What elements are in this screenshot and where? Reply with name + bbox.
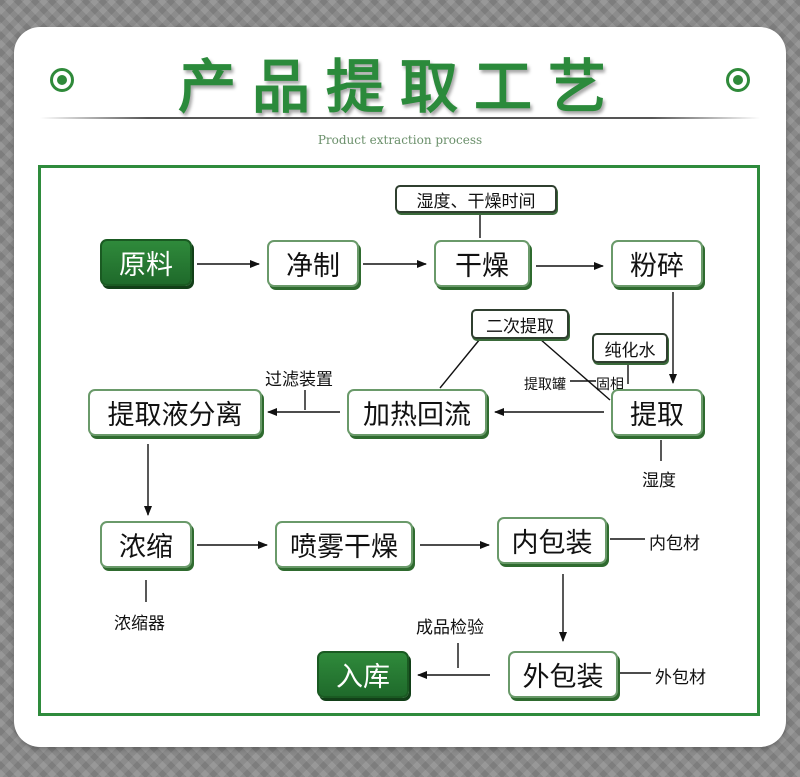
bullseye-icon <box>726 68 750 92</box>
node-drying: 干燥 <box>434 240 530 287</box>
tag-humidity-drying-time: 湿度、干燥时间 <box>395 185 557 213</box>
label-humidity: 湿度 <box>642 471 676 491</box>
page-subtitle: Product extraction process <box>317 133 483 147</box>
tag-secondary-extraction: 二次提取 <box>471 309 569 339</box>
node-heating-reflux: 加热回流 <box>347 389 487 436</box>
node-inner-packaging: 内包装 <box>497 517 607 564</box>
node-concentration: 浓缩 <box>100 521 192 568</box>
node-spray-drying: 喷雾干燥 <box>275 521 413 568</box>
node-cleaning: 净制 <box>267 240 359 287</box>
page-title: 产品提取工艺 <box>177 53 622 121</box>
node-raw-material: 原料 <box>100 239 192 286</box>
bullseye-icon <box>50 68 74 92</box>
label-inner-material: 内包材 <box>649 534 700 554</box>
label-outer-material: 外包材 <box>655 668 706 688</box>
content-card <box>14 27 786 747</box>
flowchart-frame <box>38 165 760 716</box>
node-outer-packaging: 外包装 <box>508 651 618 698</box>
node-warehousing: 入库 <box>317 651 409 698</box>
tag-purified-water: 纯化水 <box>592 333 668 363</box>
label-finished-inspection: 成品检验 <box>416 618 484 638</box>
node-extraction: 提取 <box>611 389 703 436</box>
connector-secondary-right <box>539 338 611 401</box>
title-divider <box>40 117 760 119</box>
connector-secondary-left <box>439 338 481 389</box>
label-concentrator: 浓缩器 <box>114 614 165 634</box>
node-extract-separation: 提取液分离 <box>88 389 262 436</box>
label-filter-device: 过滤装置 <box>265 370 333 390</box>
label-extraction-tank: 提取罐 <box>524 377 566 393</box>
node-crushing: 粉碎 <box>611 240 703 287</box>
